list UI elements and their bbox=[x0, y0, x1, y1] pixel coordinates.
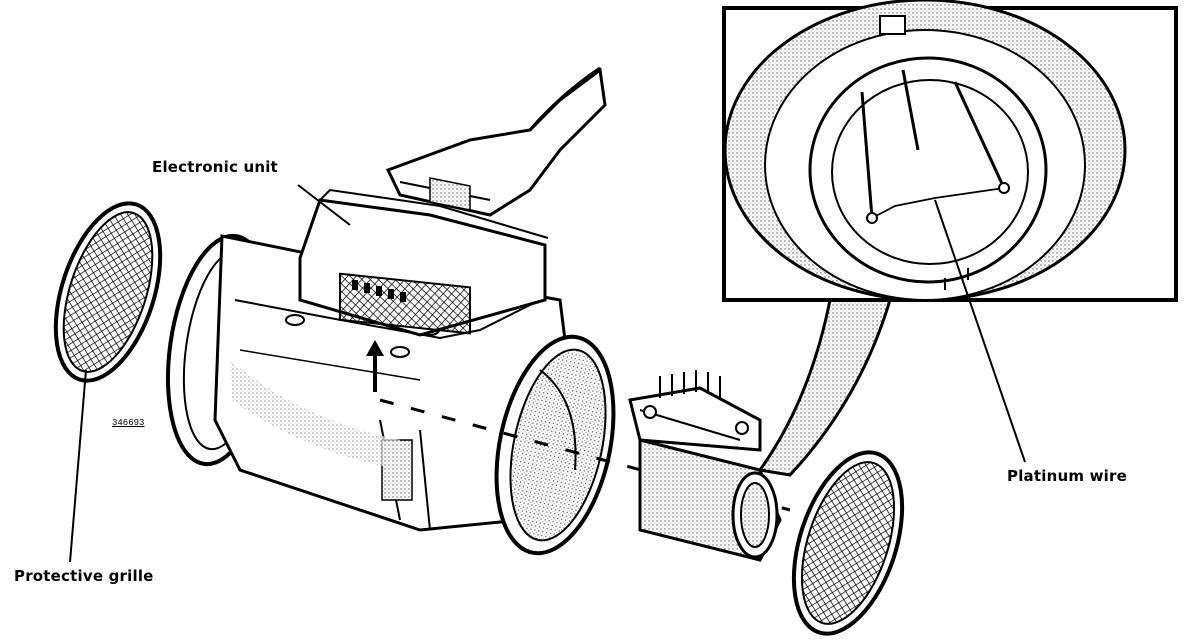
connector-pins bbox=[352, 280, 406, 302]
label-protective-grille: Protective grille bbox=[14, 567, 154, 585]
label-electronic-unit: Electronic unit bbox=[152, 158, 278, 176]
figure-code: 346693 bbox=[112, 418, 145, 428]
electronic-unit bbox=[298, 188, 549, 337]
magnifier-funnel bbox=[757, 298, 893, 477]
leader-platinum-wire bbox=[934, 199, 1026, 463]
outlet-tube bbox=[494, 334, 616, 556]
cable-plug bbox=[385, 66, 607, 217]
sensor-insert bbox=[628, 370, 782, 562]
label-platinum-wire: Platinum wire bbox=[1007, 467, 1127, 485]
leader-electronic-unit bbox=[297, 184, 351, 226]
leader-protective-grille bbox=[69, 369, 87, 563]
detail-inset bbox=[722, 0, 1178, 302]
right-protective-grille bbox=[791, 450, 905, 636]
left-protective-grille bbox=[53, 201, 163, 383]
leader-lines bbox=[69, 184, 1026, 563]
sensor-pins bbox=[659, 370, 721, 398]
